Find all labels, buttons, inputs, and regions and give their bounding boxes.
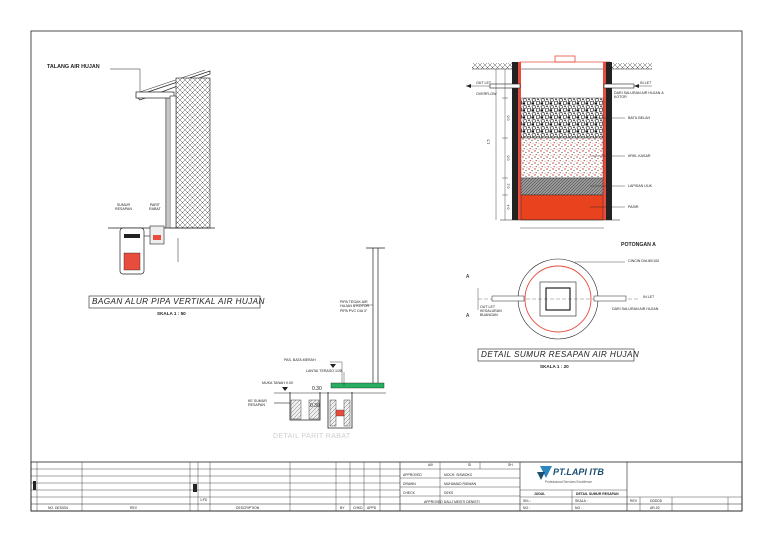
layer-ijuk [520, 177, 604, 196]
label-cincin: CINCIN DIA 80/100 [628, 259, 660, 263]
tb-no2-label: NO : [575, 506, 582, 510]
note-pipa-tegak: PIPA TEGAK AIR HUJAN & KOTOR PIPA PVC DI… [340, 300, 370, 313]
tb-bottom-0: NO. DESIGN [48, 506, 68, 510]
dim-layer-4: 0.4 [506, 204, 511, 210]
tb-sheet-label: JUDUL [534, 492, 546, 496]
floor-slab [330, 382, 385, 389]
tb-sheet-title: DETAIL SUMUR RESAPAN [576, 492, 619, 496]
building-wall [175, 77, 211, 229]
tb-skala-label: SKALA : [575, 499, 588, 503]
label-talang: TALANG AIR HUJAN [47, 64, 100, 70]
sumur-section [466, 55, 652, 229]
note-lantai: LANTAI TERASO 1/2B [306, 369, 343, 373]
title-potongan-a: POTONGAN A [621, 242, 656, 248]
mark-a-top: A [466, 274, 470, 280]
label-overflow: OVERFLOW [476, 92, 497, 96]
label-plan-outlet: OUT LET KESALURAN BUANGAN [480, 305, 502, 318]
tb-rev-date: DDDDD [650, 499, 663, 503]
label-inlet: IN LET [640, 81, 652, 85]
label-pasir: PASIR [628, 205, 639, 209]
title-block [30, 461, 743, 512]
dim-layer-3: 0.2 [506, 183, 511, 189]
label-dari-saluran: DARI SALURAN AIR HUJAN & KOTOR [614, 91, 664, 100]
company-logo [537, 466, 552, 480]
note-ke-sumur: KE SUMUR RESAPAN [248, 399, 267, 408]
tb-col-a: A/K [428, 463, 434, 467]
label-parit-rabat: PARIT RABAT [149, 203, 161, 211]
tb-company: PT.LAPI ITB [553, 467, 604, 477]
label-ijuk: LAPISAN IJUK [628, 184, 652, 188]
label-plan-dari: DARI SALURAN AIR HUJAN [612, 307, 659, 311]
tb-approved: APPROVED [403, 473, 422, 477]
label-plan-inlet: IN LET [643, 295, 655, 299]
note-muka-tanah: MUKA TANAH 0.00 [262, 381, 294, 385]
layer-kerikil [520, 137, 604, 179]
mark-a-bottom: A [466, 313, 470, 319]
dim-parit-a: 0.30 [312, 386, 322, 392]
dim-parit-b: 0.30 [310, 403, 320, 409]
layer-pasir [520, 194, 604, 221]
tb-bottom-4: CHKD [353, 506, 363, 510]
building-section [88, 68, 261, 309]
dim-layer-2: 0.6 [506, 155, 511, 161]
sumur-plan [477, 258, 640, 362]
tb-bottom-2: DESCRIPTION [236, 506, 260, 510]
tb-no-label: NO : [523, 506, 530, 510]
parit-rabat-section [274, 247, 386, 429]
label-kerikil: KRKL KASAR [628, 154, 651, 158]
tb-bottom-3: BY [340, 506, 345, 510]
tb-check: CHECK [403, 491, 415, 495]
dim-layer-1: 0.6 [506, 115, 511, 121]
dim-total: 1.5 [486, 139, 491, 145]
scale-detail-sumur: SKALA 1 : 20 [540, 364, 569, 369]
tb-col-c: SH [508, 463, 513, 467]
label-outlet: OUT LET [476, 81, 492, 85]
tb-drawn: DRAWN [403, 482, 416, 486]
note-pasangan-bata: PAS. BATA MERAH [284, 358, 316, 362]
label-batu-belah: BATU BELAH [628, 116, 651, 120]
caption-parit-rabat: DETAIL PARIT RABAT [273, 433, 351, 440]
tb-bottom-1: REV [130, 506, 137, 510]
caption-bagan-alur: BAGAN ALUR PIPA VERTIKAL AIR HUJAN [92, 297, 265, 306]
tb-mgmt: APPROVED DALIJ MEISTI DENISTI [424, 500, 480, 504]
sumur-wall-right [604, 62, 612, 220]
tb-col-b: SI [468, 463, 472, 467]
tb-scale-label: SKL : [523, 499, 532, 503]
scale-bagan: SKALA 1 : 50 [157, 311, 186, 316]
tb-check-name: DEKS [444, 491, 454, 495]
layer-batu [520, 97, 604, 139]
tb-rev-label: REV [630, 499, 637, 503]
tb-tagline: Professional Services Excellence [545, 480, 592, 484]
caption-detail-sumur: DETAIL SUMUR RESAPAN AIR HUJAN [481, 350, 640, 359]
tb-drawn-name: MUHAMAD RIDWAN [444, 482, 477, 486]
tb-rev-val: 1:FD [200, 498, 208, 502]
gutter [135, 91, 175, 99]
sumur-wall-left [512, 62, 520, 220]
tb-approved-name: MOCH. SISWOKO [444, 473, 473, 477]
tb-sign-code: AR-02 [650, 506, 660, 510]
tb-bottom-5: APPD [367, 506, 377, 510]
label-sumur-resapan: SUMUR RESAPAN [115, 203, 132, 211]
